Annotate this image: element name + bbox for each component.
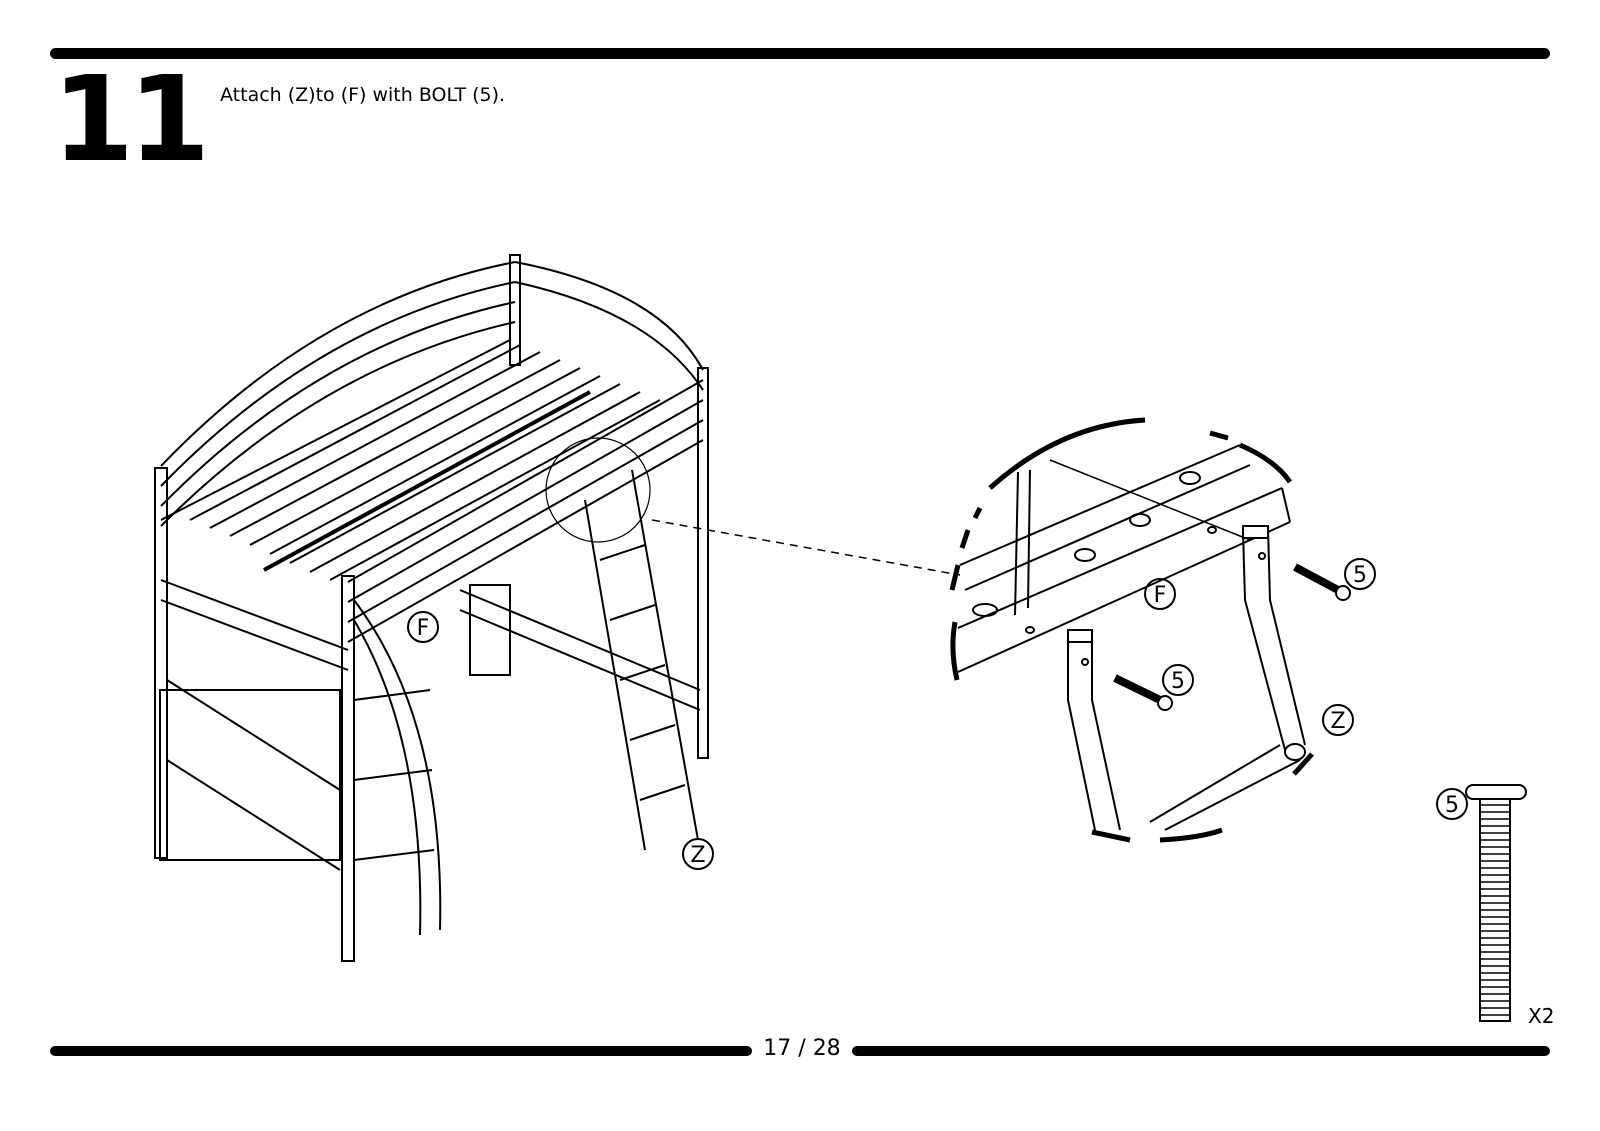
post-front-right <box>342 576 354 961</box>
desk-panel <box>160 690 340 860</box>
svg-text:Z: Z <box>690 843 705 868</box>
bottom-rule-right <box>852 1046 1550 1056</box>
svg-text:5: 5 <box>1353 563 1367 588</box>
svg-text:5: 5 <box>1445 793 1459 818</box>
bottom-rule-left <box>50 1046 752 1056</box>
label-frame-detail: F <box>1145 579 1175 609</box>
svg-text:F: F <box>1154 583 1167 608</box>
page-number: 17 / 28 <box>752 1036 852 1061</box>
bolt-hardware-sample <box>1466 785 1526 1021</box>
label-bolt-detail-upper: 5 <box>1345 559 1375 589</box>
loft-bed-drawing <box>155 255 708 961</box>
label-hardware-id: 5 <box>1437 789 1467 819</box>
detail-view <box>952 420 1350 840</box>
label-frame-left: F <box>408 612 438 642</box>
detail-callout-circle <box>546 438 650 542</box>
shelf-support <box>470 585 510 675</box>
post-back-right <box>698 368 708 758</box>
svg-text:F: F <box>417 616 430 641</box>
hardware-quantity: X2 <box>1528 1004 1554 1028</box>
center-support <box>264 392 590 570</box>
svg-text:Z: Z <box>1330 709 1345 734</box>
label-ladder-detail: Z <box>1323 705 1353 735</box>
svg-text:5: 5 <box>1171 669 1185 694</box>
label-ladder-left: Z <box>683 839 713 869</box>
label-bolt-detail-lower: 5 <box>1163 665 1193 695</box>
